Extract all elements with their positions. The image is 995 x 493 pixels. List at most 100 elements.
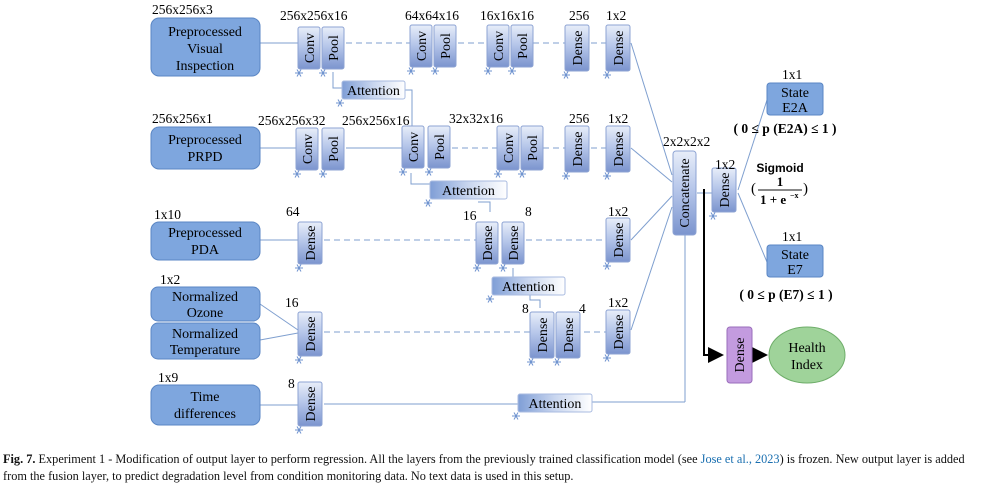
visual-pool-2-label: Pool <box>439 33 454 59</box>
input-time-differences: Time differences <box>150 384 261 426</box>
regression-arrow <box>703 189 724 363</box>
attention-connector <box>332 72 342 89</box>
dim-p-conv3: 32x32x16 <box>449 111 503 126</box>
dim-pda-d2: 1x2 <box>608 204 628 219</box>
dim-e2a: 1x1 <box>782 67 802 82</box>
caption-citation-link[interactable]: Jose et al., 2023 <box>700 452 780 466</box>
svg-text:E2A: E2A <box>782 101 809 116</box>
frozen-snowflake-icon <box>527 358 535 366</box>
pda-dense-1x2: Dense <box>605 217 631 263</box>
prpd-pool-3-label: Pool <box>526 135 541 161</box>
svg-text:1: 1 <box>777 174 784 189</box>
connection-line <box>259 303 299 331</box>
visual-pool-2: Pool <box>433 24 457 68</box>
attention-visual-prpd-label: Attention <box>347 84 400 99</box>
pda-dense-8-label: Dense <box>507 226 522 261</box>
prpd-pool-2-label: Pool <box>433 134 448 160</box>
frozen-snowflake-icon <box>473 264 481 272</box>
prpd-dense-256: Dense <box>564 125 590 173</box>
dim-fusion-dense: 1x2 <box>715 157 735 172</box>
svg-text:Health: Health <box>788 341 825 356</box>
dim-oz-d: 16 <box>285 295 299 310</box>
prpd-conv-2-label: Conv <box>407 132 422 162</box>
frozen-snowflake-icon <box>512 412 520 420</box>
visual-conv-3: Conv <box>486 24 510 68</box>
svg-text:PRPD: PRPD <box>187 150 222 165</box>
concatenate-layer: Concatenate <box>672 150 697 236</box>
prpd-conv-1: Conv <box>295 127 319 171</box>
svg-text:State: State <box>781 86 809 101</box>
visual-conv-1: Conv <box>297 26 321 70</box>
ozone-dense-1x2: Dense <box>605 309 631 355</box>
pda-dense-1x2-label: Dense <box>612 223 627 258</box>
visual-dense-256: Dense <box>564 24 590 72</box>
dim-p-conv: 256x256x32 <box>258 113 326 128</box>
ozone-dense-8-label: Dense <box>536 318 551 353</box>
attention-prpd-pda: Attention <box>429 180 508 200</box>
svg-text:Ozone: Ozone <box>187 306 224 321</box>
frozen-snowflake-icon <box>603 172 611 180</box>
e7-range: ( 0 ≤ p (E7) ≤ 1 ) <box>739 287 832 302</box>
frozen-snowflake-icon <box>486 295 494 303</box>
visual-pool-3: Pool <box>510 24 534 68</box>
fusion-dense-1x2: Dense <box>711 167 737 213</box>
svg-text:Preprocessed: Preprocessed <box>168 226 242 241</box>
visual-conv-2-label: Conv <box>415 31 430 61</box>
connection-line <box>630 195 673 241</box>
prpd-pool-3: Pool <box>520 125 544 171</box>
frozen-snowflake-icon <box>499 264 507 272</box>
svg-text:(: ( <box>751 181 756 197</box>
input-prpd-dims: 256x256x1 <box>152 111 213 126</box>
frozen-snowflake-icon <box>562 71 570 79</box>
svg-text:Normalized: Normalized <box>172 327 238 342</box>
ozone-dense-16: Dense <box>297 311 323 357</box>
output-state-e2a: State E2A <box>766 82 824 116</box>
svg-text:Preprocessed: Preprocessed <box>168 25 242 40</box>
connection-line <box>259 332 299 341</box>
attention-connector <box>478 201 491 212</box>
caption-text-2: ) is frozen. New output layer is added f… <box>3 452 965 483</box>
ozone-dense-8: Dense <box>529 311 555 359</box>
attention-pda-ozone: Attention <box>491 276 566 296</box>
dim-p-d2: 1x2 <box>608 111 628 126</box>
svg-text:Inspection: Inspection <box>176 59 234 74</box>
dimension-labels: 256x256x16 64x64x16 16x16x16 256 1x2 256… <box>258 8 802 391</box>
input-visual-inspection: Preprocessed Visual Inspection <box>150 17 261 77</box>
svg-text:−x: −x <box>790 191 799 200</box>
caption-text-1: Experiment 1 - Modification of output la… <box>35 452 701 466</box>
connection-line <box>737 192 768 263</box>
prpd-dense-1x2: Dense <box>605 125 631 173</box>
prpd-conv-3: Conv <box>496 125 520 171</box>
connection-line <box>737 99 768 191</box>
pda-dense-8: Dense <box>501 221 525 265</box>
caption-label: Fig. 7. <box>3 452 36 466</box>
dim-oz-d8: 8 <box>522 301 529 316</box>
prpd-dense-256-label: Dense <box>571 132 586 167</box>
dim-v-conv2: 64x64x16 <box>405 8 459 23</box>
svg-text:State: State <box>781 248 809 263</box>
attention-pda-ozone-label: Attention <box>502 280 555 295</box>
frozen-snowflake-icon <box>553 358 561 366</box>
visual-pool-1-label: Pool <box>327 35 342 61</box>
svg-text:PDA: PDA <box>191 243 220 258</box>
frozen-snowflake-icon <box>399 168 407 176</box>
ozone-dense-1x2-label: Dense <box>612 315 627 350</box>
frozen-snowflake-icon <box>295 69 303 77</box>
input-time-dims: 1x9 <box>158 370 179 385</box>
attention-visual-prpd: Attention <box>341 80 406 100</box>
visual-conv-1-label: Conv <box>303 33 318 63</box>
frozen-snowflake-icon <box>603 262 611 270</box>
dim-v-conv3: 16x16x16 <box>480 8 534 23</box>
svg-text:Sigmoid: Sigmoid <box>756 161 803 175</box>
frozen-snowflake-icon <box>603 71 611 79</box>
ozone-dense-4-label: Dense <box>562 318 577 353</box>
visual-pool-1: Pool <box>321 26 345 70</box>
attention-prpd-pda-label: Attention <box>442 184 495 199</box>
frozen-snowflake-icon <box>407 67 415 75</box>
attention-connector <box>405 89 413 128</box>
ozone-dense-16-label: Dense <box>304 317 319 352</box>
dim-pda-d: 64 <box>286 204 300 219</box>
dim-concat: 2x2x2x2 <box>663 134 710 149</box>
frozen-snowflake-icon <box>295 426 303 434</box>
